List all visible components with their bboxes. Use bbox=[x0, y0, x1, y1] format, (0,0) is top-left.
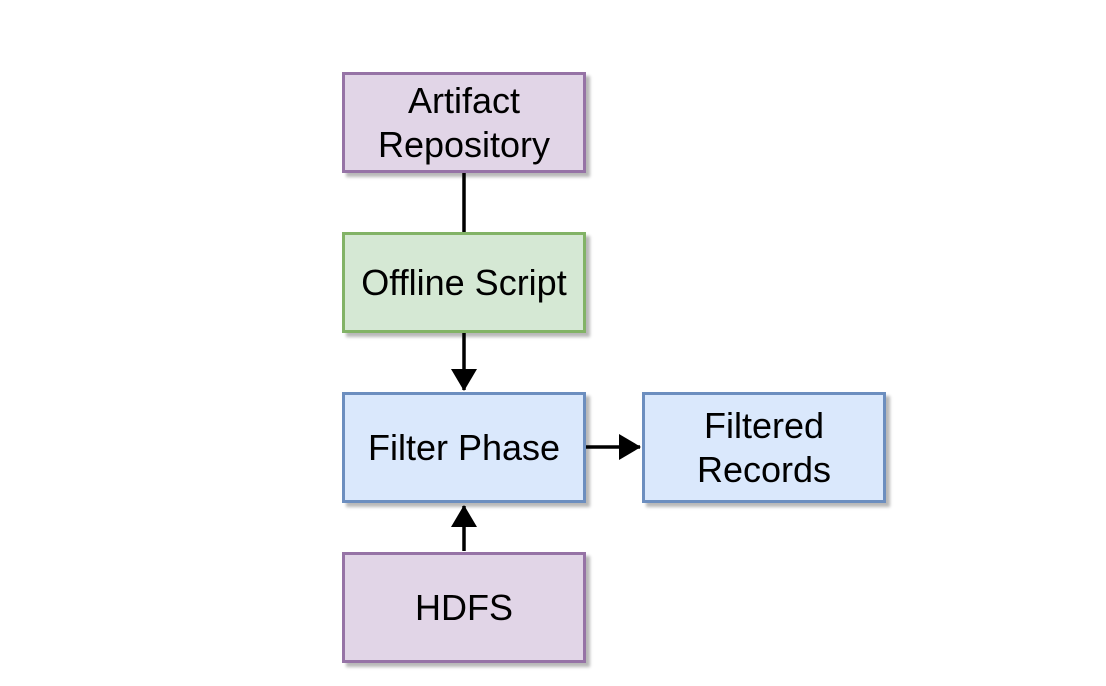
node-hdfs-label: HDFS bbox=[415, 586, 513, 628]
node-artifact-repository: Artifact Repository bbox=[342, 72, 586, 173]
node-filtered-records: Filtered Records bbox=[642, 392, 886, 503]
node-filter-phase: Filter Phase bbox=[342, 392, 586, 503]
node-offline-script-label: Offline Script bbox=[361, 261, 567, 303]
node-hdfs: HDFS bbox=[342, 552, 586, 663]
node-filter-phase-label: Filter Phase bbox=[367, 426, 561, 468]
node-offline-script: Offline Script bbox=[342, 232, 586, 333]
node-artifact-repository-label: Artifact Repository bbox=[377, 79, 551, 165]
node-filtered-records-label: Filtered Records bbox=[696, 404, 832, 490]
